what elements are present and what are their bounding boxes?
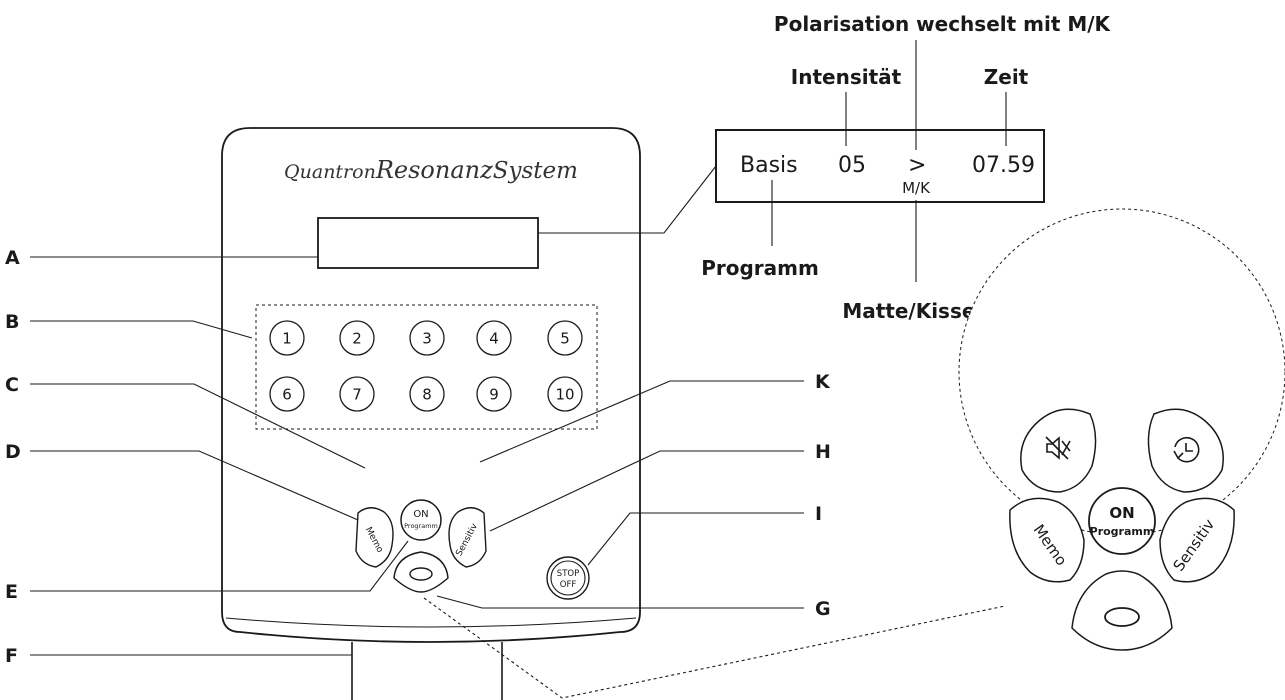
callout-h-line	[489, 450, 804, 532]
zoom-memo-button[interactable]	[1009, 497, 1085, 583]
key-3-button[interactable]	[409, 320, 445, 356]
on-programm-on-label: ON	[413, 509, 428, 520]
callout-g-line	[436, 595, 804, 609]
zoom-on-label: ON	[1109, 504, 1134, 522]
zoom-sensitiv-button[interactable]	[1159, 497, 1235, 583]
zoom-on-programm-button[interactable]	[1088, 487, 1156, 555]
key-9-label: 9	[489, 386, 499, 404]
brand-part-1: Quantron	[284, 161, 376, 183]
display-program-value: Basis	[740, 153, 798, 178]
programm-label-detail: Programm	[701, 256, 819, 280]
key-2-button[interactable]	[339, 320, 375, 356]
display-mk-value: M/K	[902, 179, 931, 197]
brand-part-3: System	[493, 158, 578, 184]
cushion-button-shape[interactable]	[393, 551, 449, 593]
memo-button-shape[interactable]	[355, 507, 394, 568]
display-detail: Basis 05 > 07.59 M/K Polarisation wechse…	[701, 12, 1111, 323]
callout-h-letter: H	[815, 441, 831, 463]
key-10-label: 10	[555, 386, 574, 404]
display-polarity-value: >	[908, 153, 926, 178]
display-intensity-value: 05	[838, 153, 866, 178]
zoom-cushion-icon	[1104, 607, 1140, 627]
key-6-button[interactable]	[269, 376, 305, 412]
key-1-label: 1	[282, 330, 292, 348]
intensitaet-label: Intensität	[791, 65, 902, 89]
key-9-button[interactable]	[476, 376, 512, 412]
callout-k-line	[479, 380, 804, 463]
zeit-label: Zeit	[984, 65, 1029, 89]
key-4-label: 4	[489, 330, 499, 348]
device: QuantronResonanzSystem 1 2 3 4 5 6 7 8 9	[221, 127, 641, 700]
key-10-button[interactable]	[547, 376, 583, 412]
zoom-programm-label: Programm	[1090, 525, 1155, 538]
callout-d-letter: D	[5, 441, 21, 463]
on-programm-programm-label: Programm	[404, 522, 438, 530]
key-8-button[interactable]	[409, 376, 445, 412]
key-1-button[interactable]	[269, 320, 305, 356]
zoom-timer-icon	[1173, 436, 1200, 463]
display-connector-line	[538, 165, 717, 234]
zoom-detail: Memo Sensitiv ON Programm	[958, 208, 1285, 651]
callout-e-letter: E	[5, 581, 18, 603]
callout-i-letter: I	[815, 503, 822, 525]
display-detail-box	[715, 129, 1045, 203]
lower-cluster: Memo ON Programm Sensitiv STOP OFF	[355, 499, 590, 600]
brand-logo: QuantronResonanzSystem	[284, 156, 578, 184]
callout-c-line	[30, 383, 366, 469]
key-4-button[interactable]	[476, 320, 512, 356]
cluster-mask	[338, 296, 340, 298]
key-3-label: 3	[422, 330, 432, 348]
callout-a-letter: A	[5, 247, 20, 269]
number-keys: 1 2 3 4 5 6 7 8 9 10	[269, 320, 583, 412]
stop-off-button[interactable]	[546, 556, 590, 600]
key-5-label: 5	[560, 330, 570, 348]
stop-label: STOP	[557, 569, 579, 579]
callout-g-letter: G	[815, 598, 831, 620]
sensitiv-button-shape[interactable]	[448, 507, 487, 568]
key-7-label: 7	[352, 386, 362, 404]
off-label: OFF	[560, 580, 577, 590]
display-time-value: 07.59	[972, 153, 1035, 178]
callout-b-line	[30, 320, 253, 339]
key-2-label: 2	[352, 330, 362, 348]
key-5-button[interactable]	[547, 320, 583, 356]
cushion-icon	[409, 567, 433, 581]
callout-k-letter: K	[815, 371, 831, 393]
zoom-cushion-button[interactable]	[1071, 570, 1173, 651]
key-6-label: 6	[282, 386, 292, 404]
callout-f-letter: F	[5, 645, 18, 667]
callout-i-line	[587, 512, 804, 566]
callout-b-letter: B	[5, 311, 19, 333]
callouts	[30, 165, 1006, 699]
zoom-mute-button[interactable]	[1020, 408, 1097, 493]
callout-e-line	[30, 540, 409, 592]
lcd-display	[317, 217, 539, 269]
callout-c-letter: C	[5, 374, 19, 396]
zoom-dashed-line	[423, 597, 1006, 699]
polarisation-label: Polarisation wechselt mit M/K	[774, 12, 1112, 36]
key-7-button[interactable]	[339, 376, 375, 412]
callout-d-line	[30, 450, 359, 521]
device-bottom-edge	[225, 617, 637, 628]
matte-kissen-label: Matte/Kissen	[842, 299, 989, 323]
zoom-mute-icon	[1045, 436, 1071, 460]
keypad-frame	[255, 304, 598, 430]
zoom-circle	[958, 208, 1285, 536]
on-programm-circle[interactable]	[400, 499, 442, 541]
brand-part-2: Resonanz	[375, 156, 493, 184]
callout-letters: A B C D E F G H I K	[5, 247, 831, 667]
key-8-label: 8	[422, 386, 432, 404]
stop-off-inner-ring	[550, 560, 586, 596]
